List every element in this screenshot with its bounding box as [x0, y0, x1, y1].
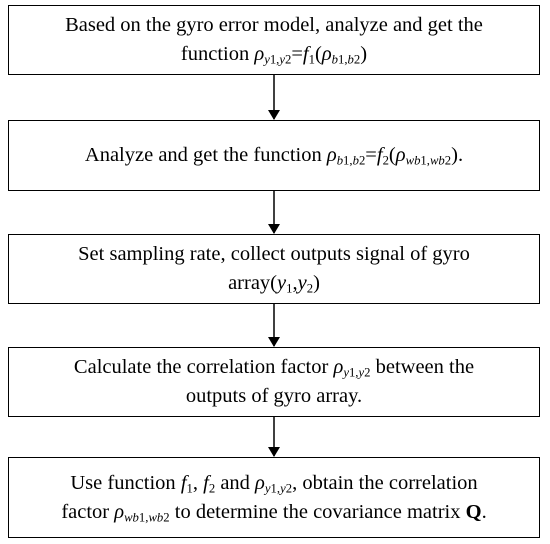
- flow-step-3-box: Set sampling rate, collect outputs signa…: [8, 234, 540, 304]
- flow-step-4-line-2: outputs of gyro array.: [185, 385, 363, 407]
- flow-step-5-box: Use function f1, f2 and ρy1,y2, obtain t…: [8, 457, 540, 538]
- flow-step-1-line-2: function ρy1,y2=f1(ρb1,b2): [180, 43, 368, 67]
- flow-step-3-line-1: Set sampling rate, collect outputs signa…: [78, 243, 470, 265]
- flow-step-2-line-1: Analyze and get the function ρb1,b2=f2(ρ…: [84, 144, 464, 168]
- flow-step-4-box: Calculate the correlation factor ρy1,y2 …: [8, 347, 540, 417]
- flow-step-3-line-2: array(y1,y2): [228, 272, 320, 296]
- flow-step-5-line-1: Use function f1, f2 and ρy1,y2, obtain t…: [70, 471, 478, 496]
- flow-step-1-line-1: Based on the gyro error model, analyze a…: [65, 14, 483, 36]
- flow-step-4-line-1: Calculate the correlation factor ρy1,y2 …: [73, 356, 475, 380]
- flow-step-1-box: Based on the gyro error model, analyze a…: [8, 5, 540, 75]
- flow-step-5-line-2: factor ρwb1,wb2 to determine the covaria…: [61, 500, 487, 525]
- flow-step-2-box: Analyze and get the function ρb1,b2=f2(ρ…: [8, 120, 540, 191]
